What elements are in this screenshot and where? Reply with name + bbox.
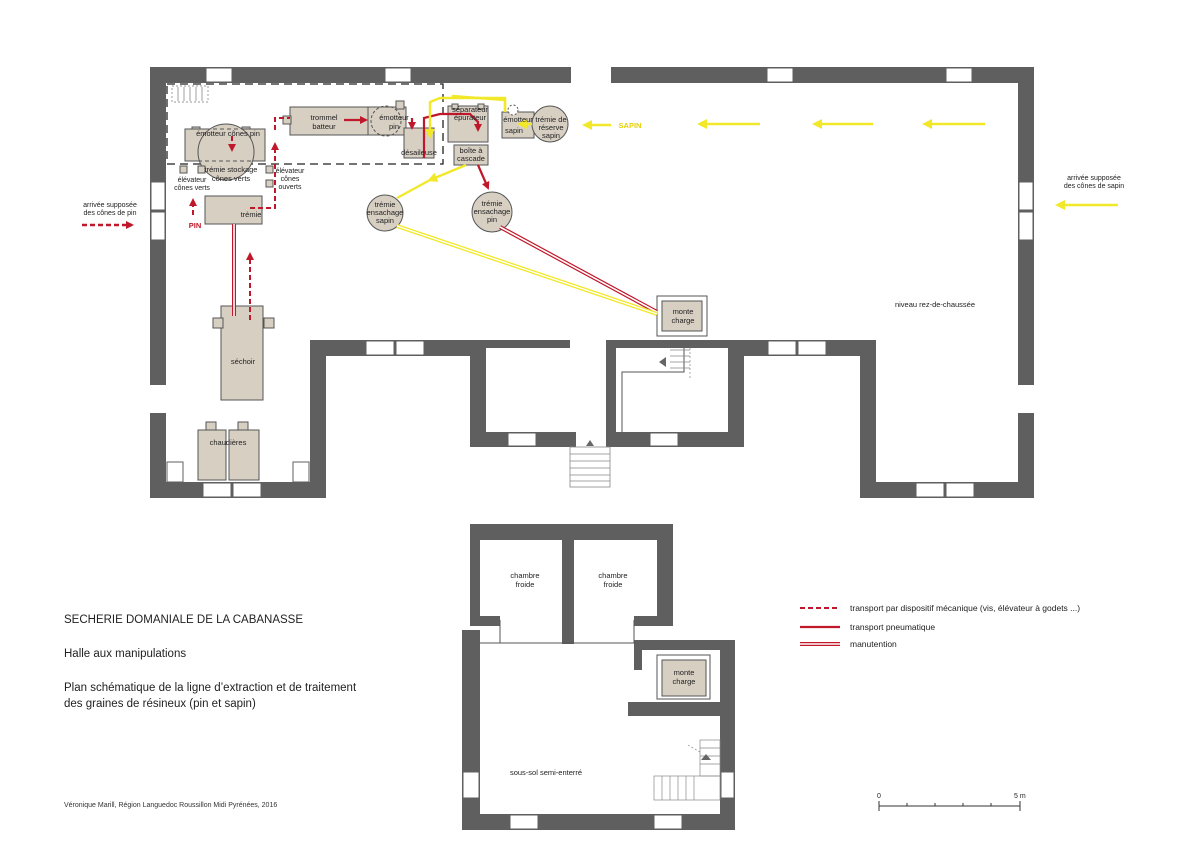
tremie-stockage-cones-verts <box>197 123 255 181</box>
label-tremie-stockage-2: cônes verts <box>212 174 251 183</box>
label-niveau: niveau rez-de-chaussée <box>895 300 975 309</box>
label-chambre1-2: froide <box>516 580 535 589</box>
basement-stairs <box>653 739 721 801</box>
label-reserve-2: réserve <box>538 123 563 132</box>
flow-manual <box>232 224 658 316</box>
label-boite-2: cascade <box>457 154 485 163</box>
label-ens-pin-1: trémie <box>482 199 503 208</box>
legend-manual: manutention <box>850 639 897 649</box>
basement-labels: chambre froide chambre froide monte char… <box>510 571 696 777</box>
label-elevateur-ouverts-3: ouverts <box>279 184 302 191</box>
legend-pneumatic: transport pneumatique <box>850 622 935 632</box>
label-monte-1: monte <box>673 307 694 316</box>
scale-end: 5 m <box>1014 793 1026 800</box>
label-separateur-2: épurateur <box>454 113 487 122</box>
walls-ground-floor <box>150 67 1034 498</box>
label-emotteur-sapin-2: sapin <box>505 126 523 135</box>
label-separateur-1: séparateur <box>452 105 488 114</box>
label-sous-sol: sous-sol semi-enterré <box>510 768 582 777</box>
page-title: SECHERIE DOMANIALE DE LA CABANASSE <box>64 614 304 626</box>
label-reserve-1: trémie de <box>535 115 566 124</box>
machine-labels: émotteur cônes pin trémie stockage cônes… <box>83 105 1124 447</box>
chaudiere-2 <box>228 429 260 481</box>
label-chaudieres: chaudières <box>210 438 247 447</box>
label-tremie-stockage-1: trémie stockage <box>205 165 258 174</box>
stair-room <box>621 348 691 432</box>
label-emotteur-sapin-1: émotteur <box>503 115 533 124</box>
label-monte-b1: monte <box>674 668 695 677</box>
label-chambre1-1: chambre <box>510 571 539 580</box>
scale-bar: 0 5 m <box>877 793 1026 811</box>
flow-sapin-yellow <box>396 94 1118 210</box>
entrance-stairs <box>569 440 611 488</box>
boite-a-cascade <box>453 144 489 166</box>
monte-charge <box>661 300 703 332</box>
label-emotteur-pin-1: émotteur <box>379 113 409 122</box>
tremie-ensachage-sapin <box>366 194 404 232</box>
label-emotteur-cones-pin: émotteur cônes pin <box>196 129 260 138</box>
credit: Véronique Marill, Région Languedoc Rouss… <box>64 802 278 809</box>
label-arrivee-sapin-1: arrivée supposée <box>1067 175 1121 182</box>
label-ens-pin-3: pin <box>487 215 497 224</box>
windows <box>150 67 1034 498</box>
label-ens-sapin-2: ensachage <box>367 208 404 217</box>
description-line-1: Plan schématique de la ligne d’extractio… <box>64 682 357 694</box>
label-ens-sapin-1: trémie <box>375 200 396 209</box>
tremie-ensachage-pin <box>471 191 513 233</box>
sechoir <box>220 305 264 401</box>
legend: transport par dispositif mécanique (vis,… <box>800 603 1080 649</box>
description-line-2: des graines de résineux (pin et sapin) <box>64 698 256 710</box>
label-arrivee-pin-2: des cônes de pin <box>84 210 137 217</box>
machines <box>179 100 708 481</box>
label-elevateur-ouverts-2: cônes <box>281 176 300 183</box>
label-trommel-2: batteur <box>312 122 336 131</box>
label-desaileuse: désaileuse <box>401 148 437 157</box>
label-boite-1: boîte à <box>460 146 484 155</box>
label-chambre2-2: froide <box>604 580 623 589</box>
small-stair <box>171 85 209 103</box>
label-sechoir: séchoir <box>231 357 256 366</box>
label-ens-pin-2: ensachage <box>474 207 511 216</box>
label-trommel-1: trommel <box>310 113 337 122</box>
flow-mechanical <box>82 117 290 320</box>
label-pin: PIN <box>189 221 202 230</box>
label-elevateur-verts-2: cônes verts <box>174 185 210 192</box>
label-sapin: SAPIN <box>619 121 642 130</box>
label-reserve-3: sapin <box>542 131 560 140</box>
label-emotteur-pin-2: pin <box>389 122 399 131</box>
label-elevateur-verts-1: élévateur <box>178 177 207 184</box>
flow-pneumatic <box>344 112 490 190</box>
dashed-enclosure <box>166 83 444 165</box>
label-ens-sapin-3: sapin <box>376 216 394 225</box>
label-monte-b2: charge <box>673 677 696 686</box>
scale-start: 0 <box>877 793 881 800</box>
basement-windows <box>462 771 735 830</box>
basement-interior <box>480 620 636 644</box>
label-arrivee-pin-1: arrivée supposée <box>83 202 137 209</box>
page-subtitle: Halle aux manipulations <box>64 648 187 660</box>
monte-charge-basement <box>656 654 711 700</box>
label-arrivee-sapin-2: des cônes de sapin <box>1064 183 1124 190</box>
label-elevateur-ouverts-1: élévateur <box>276 168 305 175</box>
label-monte-2: charge <box>672 316 695 325</box>
legend-mechanical: transport par dispositif mécanique (vis,… <box>850 603 1080 613</box>
chaudiere-1 <box>197 429 227 481</box>
label-tremie: trémie <box>241 210 262 219</box>
label-chambre2-1: chambre <box>598 571 627 580</box>
